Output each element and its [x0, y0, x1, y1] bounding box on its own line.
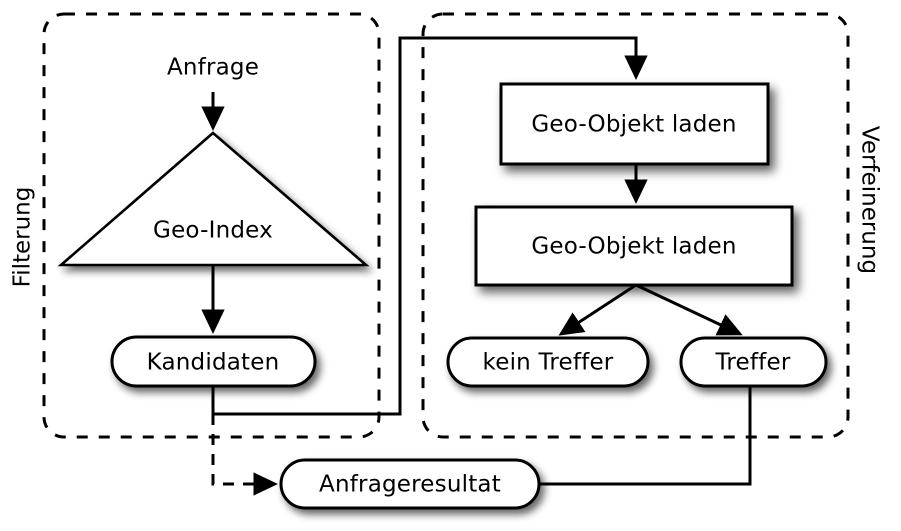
phase-filterung-label: Filterung [10, 187, 36, 288]
node-kandidaten-shape [110, 335, 317, 388]
edge-kandidaten-to-geo-objekt-laden-1 [211, 36, 648, 416]
node-treffer-label: Treffer [715, 350, 791, 376]
node-treffer-shape [679, 336, 828, 388]
node-kein-treffer-shape [446, 336, 650, 388]
node-anfrageresultat-shape [279, 458, 541, 510]
node-geo-objekt-laden-1-label: Geo-Objekt laden [531, 112, 736, 138]
node-geo-objekt-laden-2-label: Geo-Objekt laden [531, 234, 736, 260]
node-kein-treffer[interactable]: kein Treffer [446, 336, 650, 388]
node-treffer[interactable]: Treffer [679, 336, 828, 388]
edge-treffer-to-anfrageresultat [538, 386, 752, 486]
node-geo-index[interactable]: Geo-Index [57, 131, 370, 267]
node-geo-objekt-laden-1-shape [499, 82, 770, 166]
node-anfrageresultat-label: Anfrageresultat [319, 472, 501, 498]
node-geo-index-shape [57, 131, 370, 267]
node-geo-objekt-laden-2-shape [474, 205, 794, 287]
node-geo-objekt-laden-2[interactable]: Geo-Objekt laden [474, 205, 794, 287]
edge-geo-objekt-laden-2-to-treffer [635, 283, 743, 336]
edge-geo-objekt-laden-2-to-kein-treffer [558, 283, 637, 336]
node-anfrage-label: Anfrage [167, 55, 259, 81]
phase-verfeinerung-border [421, 12, 850, 439]
node-geo-objekt-laden-1[interactable]: Geo-Objekt laden [499, 82, 770, 166]
node-geo-index-label: Geo-Index [153, 218, 273, 244]
node-kandidaten[interactable]: Kandidaten [110, 335, 317, 388]
node-kandidaten-label: Kandidaten [147, 350, 280, 376]
node-anfrageresultat[interactable]: Anfrageresultat [279, 458, 541, 510]
phase-verfeinerung-label: Verfeinerung [857, 126, 883, 274]
phase-verfeinerung: Verfeinerung [421, 12, 883, 439]
edge-kandidaten-to-anfrageresultat [211, 414, 279, 496]
node-kein-treffer-label: kein Treffer [483, 350, 614, 376]
